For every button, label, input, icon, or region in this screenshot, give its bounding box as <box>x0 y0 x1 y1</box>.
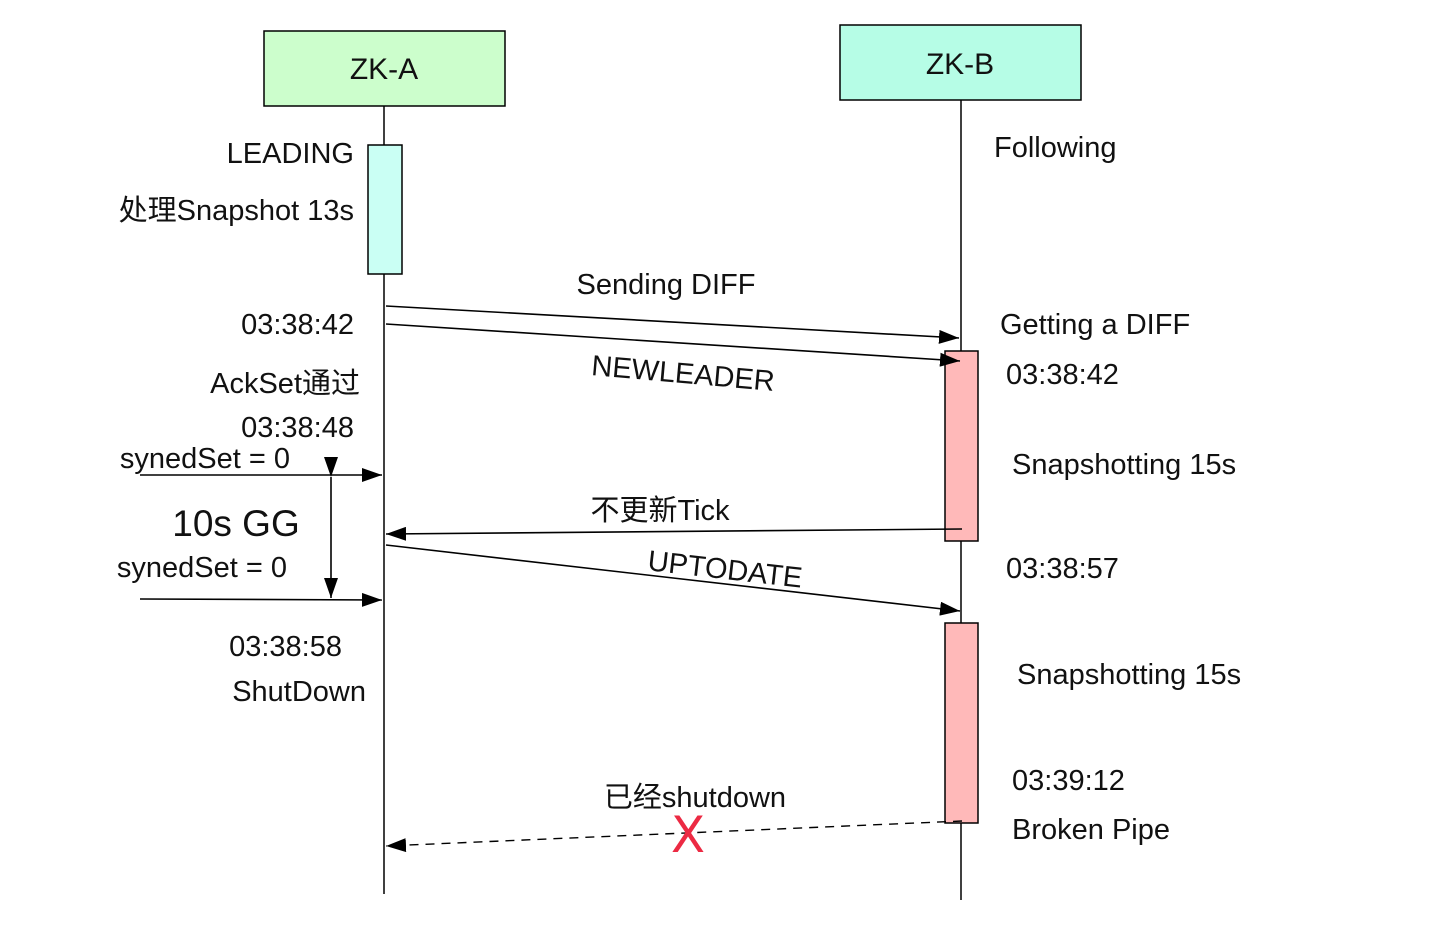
zk-b-title: ZK-B <box>926 48 994 81</box>
a-time-3: 03:38:58 <box>229 631 342 663</box>
gg-label: 10s GG <box>172 503 300 544</box>
already-shutdown-label: 已经shutdown <box>604 781 786 814</box>
a-state-label: LEADING <box>227 138 354 170</box>
failed-cross-icon: X <box>671 806 705 864</box>
zk-a-header <box>263 30 506 107</box>
b-getting-diff-label: Getting a DIFF <box>1000 309 1190 341</box>
b-time-1: 03:38:42 <box>1006 359 1119 391</box>
synedset-arrow-2 <box>139 592 383 607</box>
synedset-label-1: synedSet = 0 <box>120 443 290 475</box>
b-time-3: 03:39:12 <box>1012 765 1125 797</box>
uptodate-arrow <box>385 544 961 616</box>
a-snapshot-label: 处理Snapshot 13s <box>119 194 354 227</box>
ackset-label: AckSet通过 <box>210 367 360 400</box>
b-state-label: Following <box>994 132 1117 164</box>
leading-activation-bar <box>367 144 403 275</box>
uptodate-label: UPTODATE <box>646 545 804 594</box>
snapshot-activation-bar-2 <box>944 622 979 824</box>
shutdown-label: ShutDown <box>232 676 366 708</box>
zk-a-title: ZK-A <box>350 53 418 86</box>
sending-diff-label: Sending DIFF <box>577 269 756 301</box>
a-time-1: 03:38:42 <box>241 309 354 341</box>
sending-diff-arrow <box>385 305 960 344</box>
no-tick-arrow <box>385 526 963 541</box>
snapshot-activation-bar-1 <box>944 350 979 542</box>
b-snapshotting-label-1: Snapshotting 15s <box>1012 449 1236 481</box>
b-time-2: 03:38:57 <box>1006 553 1119 585</box>
zk-b-header <box>839 24 1082 101</box>
newleader-label: NEWLEADER <box>590 350 776 398</box>
already-shutdown-arrow <box>385 820 963 853</box>
broken-pipe-label: Broken Pipe <box>1012 814 1170 846</box>
newleader-arrow <box>385 323 961 367</box>
b-snapshotting-label-2: Snapshotting 15s <box>1017 659 1241 691</box>
synedset-label-2: synedSet = 0 <box>117 552 287 584</box>
no-tick-label: 不更新Tick <box>590 494 730 527</box>
a-time-2: 03:38:48 <box>241 412 354 444</box>
